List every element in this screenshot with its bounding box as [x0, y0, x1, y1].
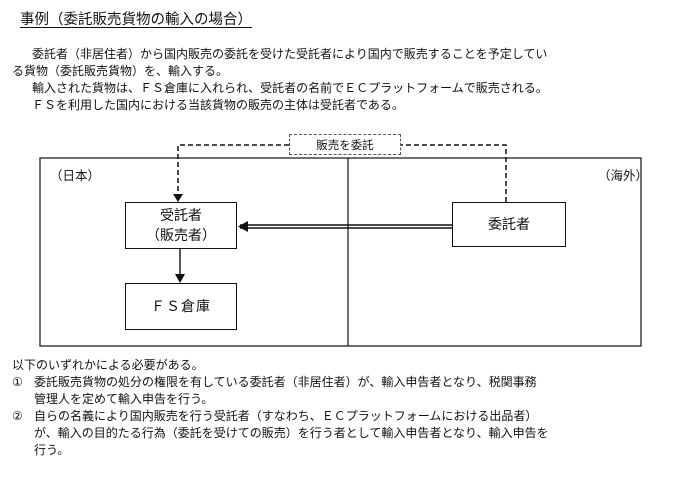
- intro-line-2: る貨物（委託販売貨物）を、輸入する。: [12, 64, 229, 78]
- page-title: 事例（委託販売貨物の輸入の場合）: [20, 12, 252, 28]
- fs-warehouse-label: ＦＳ倉庫: [151, 298, 211, 315]
- intro-line-1: 委託者（非居住者）から国内販売の委託を受けた受託者により国内で販売することを予定…: [32, 47, 548, 61]
- note-item-1-number: ①: [12, 375, 23, 389]
- storage-arrowhead: [175, 274, 185, 283]
- region-japan-label: （日本）: [50, 168, 101, 183]
- receiver-box: 受託者 （販売者）: [125, 202, 237, 249]
- notes-heading: 以下のいずれかによる必要がある。: [12, 358, 204, 372]
- commission-label: 販売を委託: [289, 134, 401, 155]
- note-item-1-line-1: 委託販売貨物の処分の権限を有している委託者（非居住者）が、輸入申告者となり、税関…: [34, 375, 537, 389]
- flow-diagram: [39, 144, 642, 347]
- note-item-1-line-2: 管理人を定めて輸入申告を行う。: [34, 392, 214, 406]
- region-frame: [39, 157, 642, 347]
- note-item-2: ② 自らの名義により国内販売を行う受託者（すなわち、ＥＣプラットフォームにおける…: [12, 408, 677, 425]
- consignor-label: 委託者: [488, 216, 530, 233]
- note-item-1: ① 委託販売貨物の処分の権限を有している委託者（非居住者）が、輸入申告者となり、…: [12, 374, 677, 391]
- intro-line-4: ＦＳを利用した国内における当該貨物の販売の主体は受託者である。: [32, 98, 404, 112]
- intro-line-3: 輸入された貨物は、ＦＳ倉庫に入れられ、受託者の名前でＥＣプラットフォームで販売さ…: [32, 81, 548, 95]
- fs-warehouse-box: ＦＳ倉庫: [125, 283, 237, 330]
- case-description: 委託者（非居住者）から国内販売の委託を受けた受託者により国内で販売することを予定…: [12, 46, 672, 114]
- commission-arrowhead: [173, 194, 183, 202]
- note-item-2-line-2: が、輸入の目的たる行為（委託を受けての販売）を行う者として輸入申告者となり、輸入…: [34, 426, 549, 440]
- commission-dashed-path: [177, 144, 507, 202]
- note-item-2-line-1: 自らの名義により国内販売を行う受託者（すなわち、ＥＣプラットフォームにおける出品…: [34, 409, 538, 423]
- note-item-2-line-3: 行う。: [34, 443, 70, 457]
- receiver-label: 受託者: [160, 207, 202, 224]
- seller-label: （販売者）: [146, 227, 216, 244]
- note-item-2-number: ②: [12, 409, 23, 423]
- requirements-notes: 以下のいずれかによる必要がある。 ① 委託販売貨物の処分の権限を有している委託者…: [12, 357, 677, 459]
- region-overseas-label: （海外）: [598, 168, 649, 183]
- consignment-arrowhead: [238, 221, 248, 232]
- consignor-box: 委託者: [452, 202, 566, 247]
